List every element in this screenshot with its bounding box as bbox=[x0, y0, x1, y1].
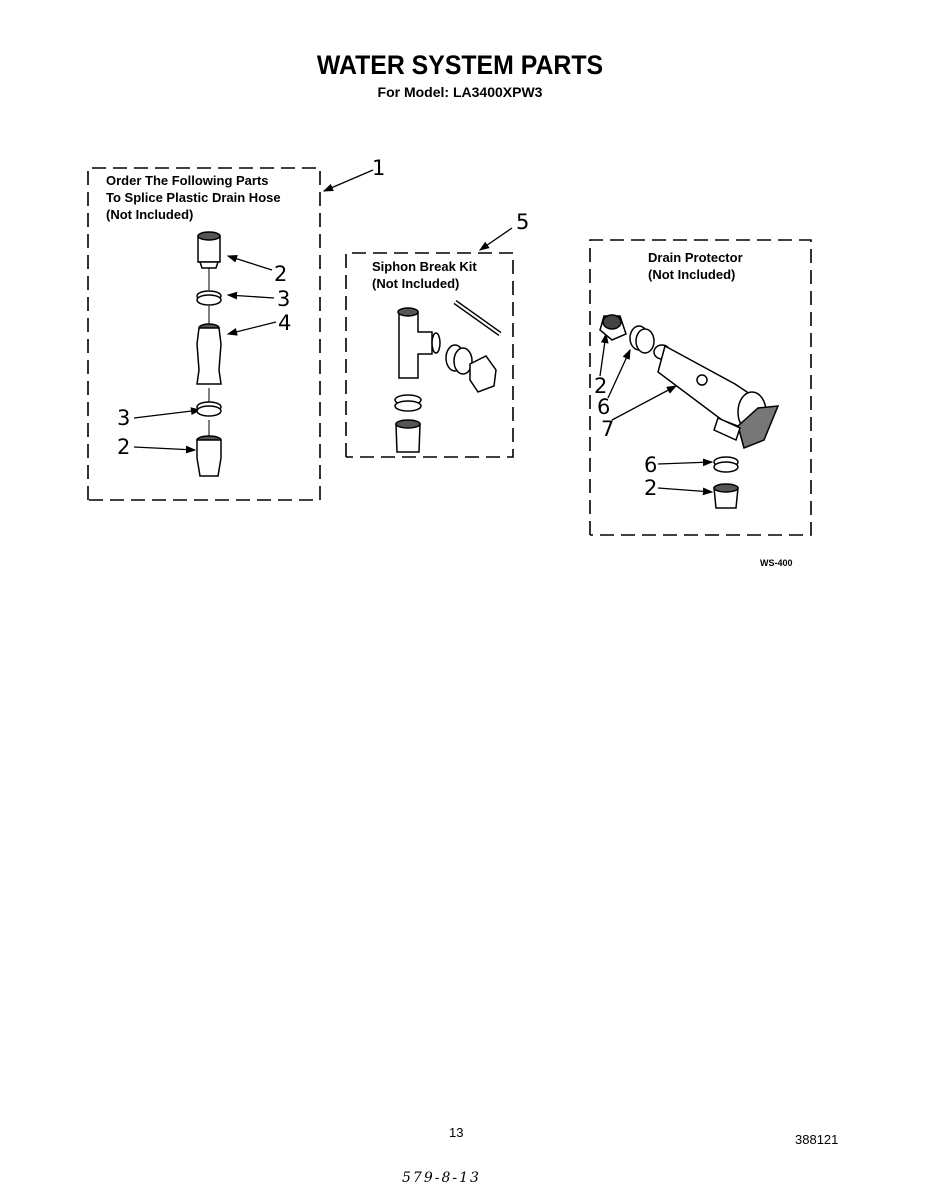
siphon-break-kit-box bbox=[345, 252, 514, 458]
callout-6-drain-top: 6 bbox=[597, 395, 611, 419]
page-title: WATER SYSTEM PARTS bbox=[316, 50, 604, 80]
handwritten-note: 579-8-13 bbox=[402, 1170, 481, 1186]
model-subtitle: For Model: LA3400XPW3 bbox=[377, 84, 543, 100]
callout-5: 5 bbox=[516, 210, 530, 234]
callout-2-splice-bottom: 2 bbox=[117, 435, 131, 459]
splice-parts-illustration bbox=[196, 231, 222, 477]
callout-2-drain-top: 2 bbox=[594, 374, 608, 398]
callout-3-splice-top: 3 bbox=[277, 287, 291, 311]
splice-box-label: Order The Following Parts To Splice Plas… bbox=[106, 173, 281, 222]
callout-1: 1 bbox=[372, 156, 386, 180]
drain-protector-illustration bbox=[599, 314, 780, 509]
callout-2-splice-top: 2 bbox=[274, 262, 288, 286]
siphon-break-kit-illustration bbox=[394, 299, 502, 453]
siphon-box-label: Siphon Break Kit (Not Included) bbox=[372, 259, 477, 291]
callout-4: 4 bbox=[278, 311, 292, 335]
callout-3-splice-bottom: 3 bbox=[117, 406, 131, 430]
document-number: 388121 bbox=[795, 1132, 839, 1147]
callout-6-drain-bottom: 6 bbox=[644, 453, 658, 477]
drain-box-label: Drain Protector (Not Included) bbox=[648, 250, 743, 282]
splice-parts-box bbox=[87, 167, 321, 501]
callout-2-drain-bottom: 2 bbox=[644, 476, 658, 500]
page-number: 13 bbox=[449, 1125, 464, 1140]
callout-7: 7 bbox=[601, 417, 615, 441]
figure-code: WS-400 bbox=[760, 558, 793, 568]
drain-protector-box bbox=[589, 239, 812, 536]
